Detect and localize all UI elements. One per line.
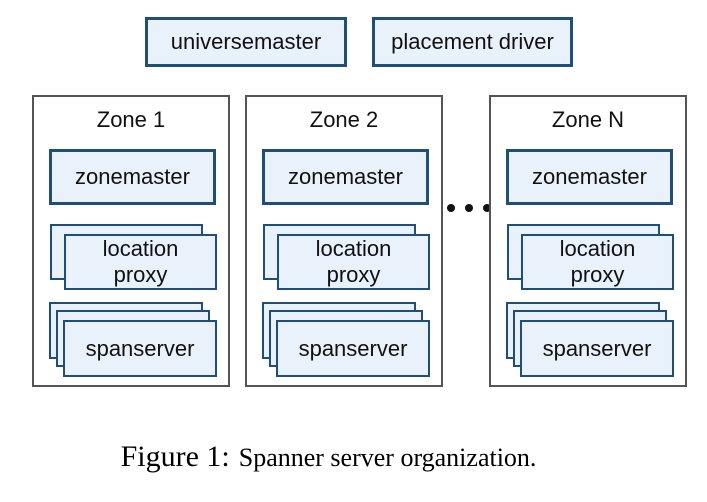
location-proxy-box: location proxy — [277, 234, 430, 290]
ellipsis-dot — [447, 204, 455, 212]
location-proxy-stack: location proxy — [50, 224, 217, 290]
location-proxy-label: location proxy — [315, 236, 392, 287]
spanserver-label: spanserver — [542, 335, 652, 361]
zonemaster-box: zonemaster — [262, 149, 429, 205]
zonemaster-label: zonemaster — [75, 164, 190, 189]
spanserver-box: spanserver — [520, 320, 674, 377]
location-proxy-stack: location proxy — [507, 224, 674, 290]
placement-driver-box: placement driver — [372, 17, 573, 67]
spanserver-stack: spanserver — [49, 302, 217, 377]
universemaster-label: universemaster — [170, 29, 322, 54]
placement-driver-label: placement driver — [391, 29, 554, 54]
horizontal-ellipsis-icon — [447, 204, 491, 212]
caption-label: Figure 1: — [120, 440, 230, 473]
zonemaster-box: zonemaster — [506, 149, 673, 205]
zone-2-panel: Zone 2 zonemaster location proxy spanser… — [245, 95, 443, 387]
zone-n-panel: Zone N zonemaster location proxy spanser… — [489, 95, 687, 387]
spanserver-label: spanserver — [298, 335, 408, 361]
zone-title: Zone 1 — [96, 107, 166, 132]
zone-1-panel: Zone 1 zonemaster location proxy spanser… — [32, 95, 230, 387]
spanserver-box: spanserver — [63, 320, 217, 377]
zonemaster-label: zonemaster — [288, 164, 403, 189]
universemaster-box: universemaster — [145, 17, 347, 67]
location-proxy-stack: location proxy — [263, 224, 430, 290]
spanserver-stack: spanserver — [506, 302, 674, 377]
ellipsis-dot — [483, 204, 491, 212]
spanserver-box: spanserver — [276, 320, 430, 377]
zonemaster-label: zonemaster — [532, 164, 647, 189]
zone-title: Zone N — [551, 107, 625, 132]
ellipsis-dot — [465, 204, 473, 212]
location-proxy-label: location proxy — [559, 236, 636, 287]
figure-caption: Figure 1: Spanner server organization. — [0, 440, 707, 474]
spanserver-label: spanserver — [85, 335, 195, 361]
location-proxy-box: location proxy — [521, 234, 674, 290]
zonemaster-box: zonemaster — [49, 149, 216, 205]
spanserver-stack: spanserver — [262, 302, 430, 377]
zone-title: Zone 2 — [309, 107, 379, 132]
location-proxy-box: location proxy — [64, 234, 217, 290]
location-proxy-label: location proxy — [102, 236, 179, 287]
caption-text: Spanner server organization. — [238, 443, 537, 472]
